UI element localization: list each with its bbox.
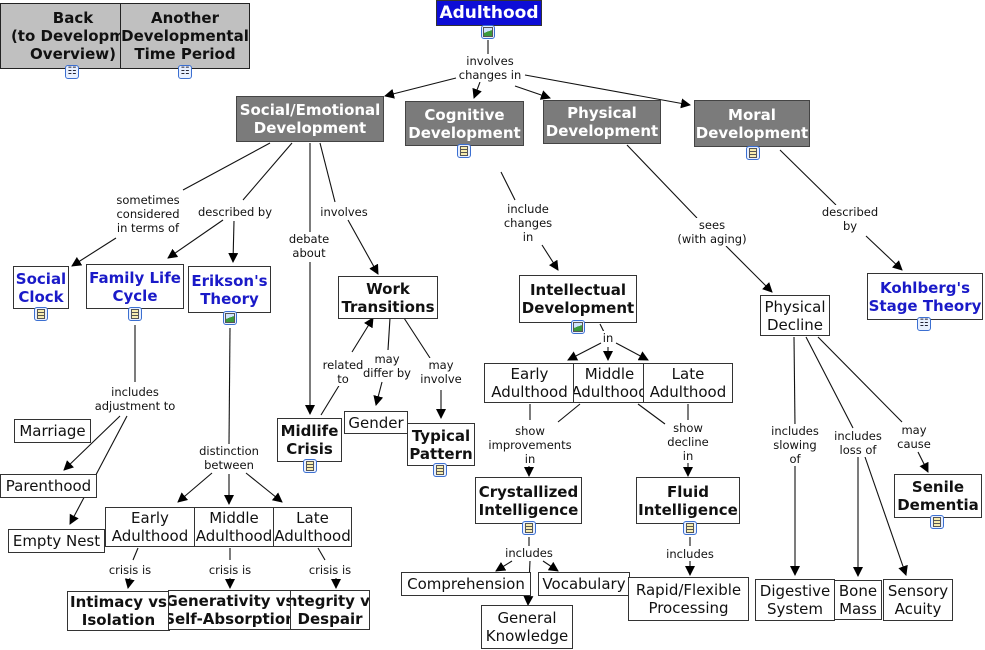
link-debate-about: debate about bbox=[288, 232, 330, 260]
general-knowledge-node[interactable]: General Knowledge bbox=[481, 605, 573, 649]
link-involves-changes: involves changes in bbox=[458, 54, 522, 82]
social-emotional-node[interactable]: Social/Emotional Development bbox=[236, 96, 384, 142]
moral-node[interactable]: Moral Development bbox=[694, 100, 810, 147]
intellectual-early-adulthood[interactable]: Early Adulthood bbox=[484, 363, 575, 403]
intellectual-development-node[interactable]: Intellectual Development bbox=[519, 275, 637, 323]
erikson-late-adulthood[interactable]: Late Adulthood bbox=[273, 507, 352, 547]
concept-map-icon[interactable] bbox=[917, 317, 931, 331]
document-icon[interactable] bbox=[746, 146, 760, 160]
empty-nest-node[interactable]: Empty Nest bbox=[8, 529, 105, 553]
image-icon[interactable] bbox=[481, 25, 495, 39]
link-crisis-is: crisis is bbox=[108, 563, 152, 577]
link-crisis-is: crisis is bbox=[208, 563, 252, 577]
physical-node[interactable]: Physical Development bbox=[543, 100, 661, 144]
document-icon[interactable] bbox=[433, 463, 447, 477]
link-may-cause: may cause bbox=[897, 423, 931, 451]
link-includes-slowing: includes slowing of bbox=[771, 424, 819, 466]
document-icon[interactable] bbox=[34, 307, 48, 321]
crystallized-intelligence-node[interactable]: Crystallized Intelligence bbox=[475, 477, 582, 524]
link-includes: includes bbox=[505, 546, 553, 560]
link-show-decline: show decline in bbox=[667, 421, 709, 463]
typical-pattern-node[interactable]: Typical Pattern bbox=[407, 423, 475, 466]
digestive-system-node[interactable]: Digestive System bbox=[755, 579, 835, 621]
erikson-early-adulthood[interactable]: Early Adulthood bbox=[105, 507, 195, 547]
erikson-middle-adulthood[interactable]: Middle Adulthood bbox=[194, 507, 274, 547]
work-transitions-node[interactable]: Work Transitions bbox=[338, 276, 438, 319]
link-in: in bbox=[602, 331, 614, 345]
image-icon[interactable] bbox=[223, 311, 237, 325]
generativity-node[interactable]: Generativity vs Self-Absorption bbox=[168, 590, 292, 630]
fluid-intelligence-node[interactable]: Fluid Intelligence bbox=[636, 477, 740, 524]
comprehension-node[interactable]: Comprehension bbox=[401, 572, 531, 596]
marriage-node[interactable]: Marriage bbox=[14, 419, 91, 443]
link-described-by: described by bbox=[197, 205, 273, 219]
intimacy-vs-isolation-node[interactable]: Intimacy vs Isolation bbox=[67, 591, 170, 631]
document-icon[interactable] bbox=[930, 515, 944, 529]
intellectual-middle-adulthood[interactable]: Middle Adulthood bbox=[573, 363, 646, 403]
document-icon[interactable] bbox=[303, 459, 317, 473]
parenthood-node[interactable]: Parenthood bbox=[0, 474, 97, 498]
family-life-cycle-node[interactable]: Family Life Cycle bbox=[86, 264, 184, 309]
link-includes: includes bbox=[666, 547, 714, 561]
link-sometimes-considered: sometimes considered in terms of bbox=[116, 193, 180, 235]
link-include-changes-in: include changes in bbox=[503, 202, 553, 244]
another-time-period-button[interactable]: Another Developmental Time Period bbox=[120, 3, 250, 69]
integrity-vs-despair-node[interactable]: Integrity vs Despair bbox=[290, 590, 370, 630]
midlife-crisis-node[interactable]: Midlife Crisis bbox=[277, 418, 342, 462]
adulthood-title: Adulthood bbox=[436, 0, 542, 26]
image-icon[interactable] bbox=[571, 320, 585, 334]
intellectual-late-adulthood[interactable]: Late Adulthood bbox=[643, 363, 733, 403]
link-sees-with-aging: sees (with aging) bbox=[677, 218, 747, 246]
link-crisis-is: crisis is bbox=[308, 563, 352, 577]
bone-mass-node[interactable]: Bone Mass bbox=[834, 580, 882, 620]
link-includes-adjustment: includes adjustment to bbox=[94, 385, 176, 413]
document-icon[interactable] bbox=[522, 521, 536, 535]
link-may-differ-by: may differ by bbox=[363, 352, 411, 380]
sensory-acuity-node[interactable]: Sensory Acuity bbox=[883, 579, 953, 621]
link-described-by-moral: described by bbox=[821, 205, 879, 233]
link-show-improvements: show improvements in bbox=[488, 424, 572, 466]
cognitive-node[interactable]: Cognitive Development bbox=[405, 101, 524, 146]
gender-node[interactable]: Gender bbox=[344, 411, 408, 434]
link-distinction-between: distinction between bbox=[199, 444, 259, 472]
rapid-flexible-processing-node[interactable]: Rapid/Flexible Processing bbox=[628, 577, 749, 621]
link-related-to: related to bbox=[322, 358, 364, 386]
concept-map-icon[interactable] bbox=[65, 65, 79, 79]
kohlbergs-stage-theory-node[interactable]: Kohlberg's Stage Theory bbox=[867, 273, 983, 320]
social-clock-node[interactable]: Social Clock bbox=[13, 266, 69, 309]
link-includes-loss: includes loss of bbox=[834, 429, 882, 457]
concept-map-icon[interactable] bbox=[178, 65, 192, 79]
eriksons-theory-node[interactable]: Erikson's Theory bbox=[188, 266, 271, 313]
physical-decline-node[interactable]: Physical Decline bbox=[760, 295, 830, 336]
vocabulary-node[interactable]: Vocabulary bbox=[538, 572, 630, 596]
document-icon[interactable] bbox=[683, 521, 697, 535]
document-icon[interactable] bbox=[128, 307, 142, 321]
senile-dementia-node[interactable]: Senile Dementia bbox=[894, 474, 982, 518]
link-may-involve: may involve bbox=[420, 358, 462, 386]
link-involves: involves bbox=[320, 205, 368, 219]
document-icon[interactable] bbox=[457, 144, 471, 158]
